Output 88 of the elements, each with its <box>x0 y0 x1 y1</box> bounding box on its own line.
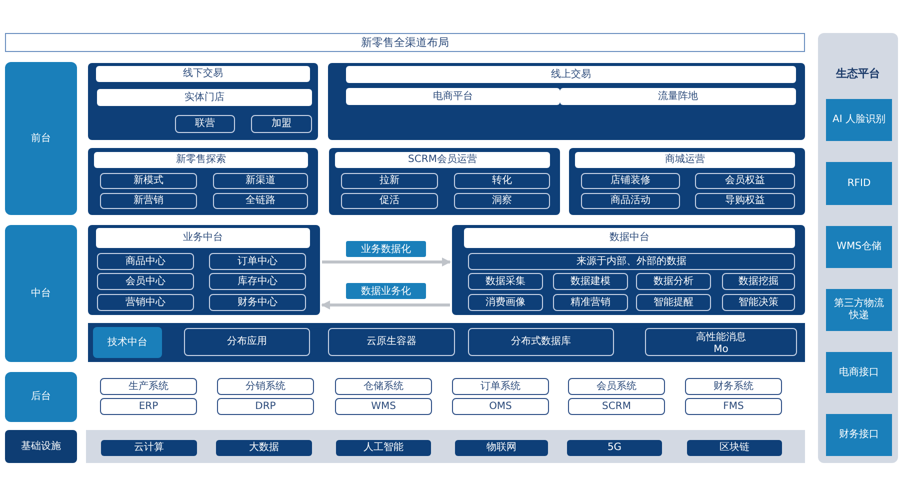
function-box: 商品中心 <box>97 253 194 270</box>
module-panel <box>328 63 805 140</box>
arrow <box>322 258 451 266</box>
layer-label: 技术中台 <box>93 327 162 358</box>
edge-label: 业务数据化 <box>346 241 426 257</box>
section-bar: 实体门店 <box>97 89 312 106</box>
layer-label: 后台 <box>5 372 77 422</box>
system-box: ERP <box>100 398 197 415</box>
section-bar: 流量阵地 <box>560 88 796 105</box>
ecosystem-box: WMS仓储 <box>826 226 892 268</box>
tech-band <box>88 323 805 362</box>
ecosystem-box: 财务接口 <box>826 414 892 456</box>
system-box: WMS <box>335 398 432 415</box>
function-box: 新渠道 <box>213 173 308 189</box>
system-box: 财务系统 <box>685 378 782 395</box>
function-box: 商品活动 <box>581 193 680 209</box>
function-box: 智能提醒 <box>636 294 711 311</box>
function-box: 联营 <box>175 115 235 133</box>
system-box: 会员系统 <box>568 378 665 395</box>
layer-label: 前台 <box>5 62 77 215</box>
infrastructure-box: 物联网 <box>455 440 548 456</box>
function-box: 新模式 <box>100 173 197 189</box>
function-box: 订单中心 <box>209 253 306 270</box>
function-box: 全链路 <box>213 193 308 209</box>
function-box: 新营销 <box>100 193 197 209</box>
system-box: 分销系统 <box>217 378 314 395</box>
layer-label: 中台 <box>5 225 77 362</box>
function-box: 洞察 <box>454 193 550 209</box>
module-panel <box>88 225 320 315</box>
function-box: 店铺装修 <box>581 173 680 189</box>
function-box: 库存中心 <box>209 273 306 290</box>
function-box: 高性能消息 Mo <box>645 328 797 356</box>
system-box: 订单系统 <box>452 378 549 395</box>
system-box: SCRM <box>568 398 665 415</box>
section-bar: 线上交易 <box>346 66 796 83</box>
function-box: 数据挖掘 <box>722 273 795 290</box>
module-panel <box>569 148 805 215</box>
function-box: 分布应用 <box>184 328 310 356</box>
system-box: FMS <box>685 398 782 415</box>
infrastructure-box: 人工智能 <box>336 440 431 456</box>
function-box: 精准营销 <box>553 294 628 311</box>
title-bar: 新零售全渠道布局 <box>5 33 805 52</box>
function-box: 会员权益 <box>695 173 795 189</box>
infrastructure-band <box>86 430 805 463</box>
function-box: 促活 <box>341 193 438 209</box>
function-box: 拉新 <box>341 173 438 189</box>
infrastructure-box: 大数据 <box>216 440 312 456</box>
ecosystem-box: 第三方物流快递 <box>826 289 892 331</box>
function-box: 智能决策 <box>722 294 795 311</box>
function-box: 导购权益 <box>695 193 795 209</box>
module-panel <box>88 63 318 140</box>
function-box: 来源于内部、外部的数据 <box>468 253 795 270</box>
ecosystem-panel <box>818 33 898 463</box>
section-bar: 商城运营 <box>575 152 795 168</box>
layer-label: 基础设施 <box>5 430 77 463</box>
function-box: 云原生容器 <box>328 328 455 356</box>
function-box: 营销中心 <box>97 294 194 311</box>
function-box: 消费画像 <box>468 294 543 311</box>
function-box: 会员中心 <box>97 273 194 290</box>
section-bar: 业务中台 <box>96 228 310 248</box>
section-bar: 数据中台 <box>464 228 795 248</box>
function-box: 加盟 <box>251 115 312 133</box>
ecosystem-box: 电商接口 <box>826 352 892 393</box>
panel-heading: 生态平台 <box>834 66 881 82</box>
function-box: 转化 <box>454 173 550 189</box>
module-panel <box>88 148 318 215</box>
arrow <box>321 300 450 310</box>
module-panel <box>452 225 805 315</box>
infrastructure-box: 5G <box>567 440 662 456</box>
system-box: 仓储系统 <box>335 378 432 395</box>
function-box: 财务中心 <box>209 294 306 311</box>
edge-label: 数据业务化 <box>346 283 426 299</box>
system-box: OMS <box>452 398 549 415</box>
function-box: 数据分析 <box>636 273 711 290</box>
system-box: 生产系统 <box>100 378 197 395</box>
ecosystem-box: AI 人脸识别 <box>826 99 892 141</box>
function-box: 数据采集 <box>468 273 543 290</box>
section-bar: SCRM会员运营 <box>335 152 550 168</box>
function-box: 分布式数据库 <box>468 328 614 356</box>
section-bar: 新零售探索 <box>94 152 308 168</box>
infrastructure-box: 区块链 <box>687 440 782 456</box>
section-bar: 电商平台 <box>346 88 560 105</box>
ecosystem-box: RFID <box>826 162 892 205</box>
system-box: DRP <box>217 398 314 415</box>
section-bar: 线下交易 <box>96 66 310 82</box>
module-panel <box>329 148 560 215</box>
infrastructure-box: 云计算 <box>101 440 197 456</box>
function-box: 数据建模 <box>553 273 628 290</box>
